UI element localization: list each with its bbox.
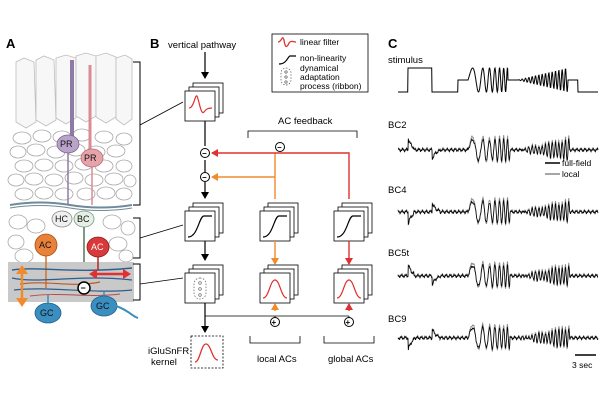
global-ac-filter-box [333,264,373,304]
ac-feedback-label: AC feedback [278,116,333,127]
pr-label-1: PR [60,139,73,149]
local-acs-label: local ACs [257,354,297,365]
vp-minus-node-1 [200,148,210,158]
global-ac-nonlinearity-box [333,202,373,242]
global-acs-bracket [323,336,375,344]
terminal-minus: − [81,283,86,293]
inner-nuclear-layer [7,214,136,264]
local-plus-node [270,317,280,327]
legend-non-linearity: non-linearity [300,53,347,63]
vp-minus-2: − [202,173,207,182]
legend-local: local [562,169,580,179]
connector-2 [139,224,184,239]
legend-adaptation-3: process (ribbon) [300,81,362,91]
response-trace-full-3 [397,324,599,351]
iglusnfr-label-2: kernel [151,357,177,368]
response-trace-full-1 [397,199,599,226]
bracket-outer [133,61,141,206]
iglusnfr-label-1: iGluSnFR [148,346,189,357]
local-plus: + [272,318,277,327]
stimulus-trace [398,66,598,94]
panel-c-letter: C [388,36,398,51]
global-plus: + [346,318,351,327]
local-acs-bracket [249,336,301,344]
stimulus-label: stimulus [388,55,423,66]
row-label-bc2: BC2 [388,120,406,131]
ac-minus-node [275,142,285,152]
panel-b-letter: B [150,36,159,51]
photoreceptor-cell-lilac [56,134,80,154]
vp-minus-node-2 [200,172,210,182]
row-label-bc9: BC9 [388,314,406,325]
ribbon-icon [280,67,292,86]
ac-feedback-bracket [247,130,358,138]
ac-minus: − [277,143,282,152]
row-label-bc4: BC4 [388,185,406,196]
panel-a: A [6,36,184,324]
legend-linear-filter: linear filter [300,37,339,47]
vp-ribbon-box [184,264,224,304]
legend-full-field: full-field [562,158,592,168]
bracket-ipl [133,263,141,301]
iglusnfr-kernel-trace [194,343,219,363]
local-ac-filter-box [259,264,299,304]
connector-1 [139,101,184,126]
gc-label-1: GC [40,308,54,318]
response-traces [397,134,599,353]
connector-3 [139,277,184,285]
vertical-pathway-label: vertical pathway [168,40,236,51]
global-acs-label: global ACs [328,354,374,365]
outer-nuclear-layer [7,128,137,201]
outer-plexiform-line [9,201,133,209]
global-plus-node [344,317,354,327]
amacrine-cell-orange [34,233,58,257]
pr-label-2: PR [84,153,97,163]
legend-adaptation-1: dynamical [300,63,338,73]
gc-label-2: GC [96,301,110,311]
legend-adaptation-2: adaptation [300,72,340,82]
inner-plexiform-band [8,262,134,302]
hc-label: HC [55,214,68,224]
ganglion-cell-1 [34,302,62,324]
row-label-bc5t: BC5t [388,248,409,259]
vp-linear-filter-box [184,82,224,122]
iglusnfr-kernel-box [190,335,224,369]
response-trace-full-2 [397,263,599,288]
vp-minus-1: − [202,149,207,158]
panel-b: B vertical pathway linear filter non-lin… [148,33,375,369]
scale-bar-label: 3 sec [572,360,593,370]
amacrine-cell-red [86,236,110,258]
global-feedback-arrow [211,149,350,199]
bipolar-terminal [77,281,91,295]
horizontal-cell [51,210,73,228]
nonlinearity-icon [278,55,296,65]
panel-a-letter: A [6,36,16,51]
response-trace-full-0 [397,138,599,163]
vp-nonlinearity-box [184,202,224,242]
ac-label-2: AC [91,242,104,252]
local-ac-nonlinearity-box [259,202,299,242]
panel-c: C stimulus BC2 BC4 BC5t BC9 full-field l… [388,36,599,370]
linear-filter-icon [277,37,297,48]
ac-label-1: AC [39,240,52,250]
photoreceptor-cell-pink [80,148,104,168]
legend-box [271,33,369,93]
bc-label: BC [77,214,90,224]
